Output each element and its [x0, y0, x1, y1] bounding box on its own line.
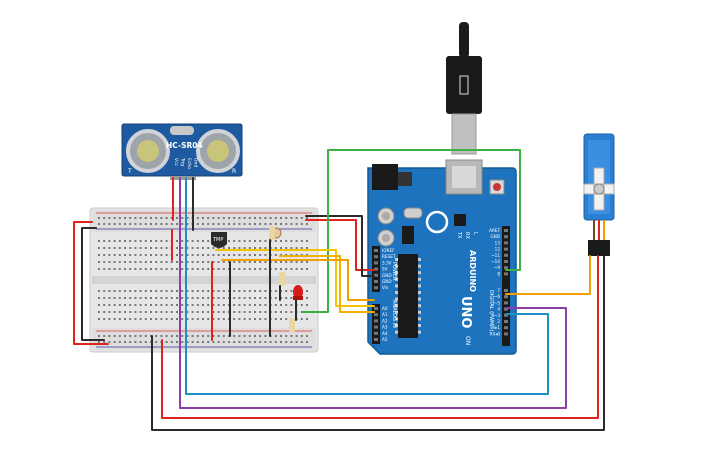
pin-label: 3.3V [382, 260, 392, 265]
rx-led-label: RX [464, 232, 470, 239]
pin-label: A1 [382, 312, 388, 317]
wire-gnd [305, 215, 375, 277]
pin-label: TX▸1 [489, 325, 501, 330]
pin-label: RESET [382, 254, 396, 259]
wire-yellow-a0 [215, 249, 375, 307]
led-red[interactable] [293, 285, 303, 300]
sensor-pin-label: Trig [180, 157, 186, 166]
pin-label: 8 [497, 271, 500, 276]
breadboard[interactable] [89, 207, 319, 353]
arduino-brand-label: ARDUINO [468, 250, 477, 292]
sensor-pin-label: Echo [186, 158, 192, 169]
wire-5v [305, 219, 375, 271]
dc-power-jack [372, 164, 398, 190]
sensor-pin-label: Gnd [193, 158, 199, 167]
on-led-label: ON [464, 336, 471, 345]
pin-label: 4 [497, 307, 500, 312]
pin-label: IOREF [382, 248, 395, 253]
pin-label: ~5 [494, 300, 501, 305]
servo-motor[interactable] [583, 133, 615, 256]
wire-rail-left-red [73, 221, 109, 345]
wire-servo-power [161, 255, 599, 419]
sensor-pins [170, 176, 196, 180]
pin-label: ~11 [491, 253, 500, 258]
pin-label: ~3 [494, 313, 501, 318]
sensor-model-label: HC-SR04 [166, 141, 203, 150]
tmp-label: TMP [212, 237, 223, 243]
digital-header-top [502, 226, 510, 290]
arduino-model-label: UNO [458, 296, 473, 329]
usb-icon [459, 75, 469, 95]
pin-label: GND [382, 273, 392, 278]
sensor-pin-label: Vcc [173, 158, 179, 167]
icsp-header [402, 226, 414, 244]
usb-cable [446, 22, 482, 155]
pin-label: ~6 [494, 294, 501, 299]
pin-label: 2 [497, 319, 500, 324]
digital-header-label: DIGITAL (PWM~) [488, 290, 494, 332]
pin-label: Vin [382, 285, 389, 290]
analog-header [372, 304, 380, 344]
atmega-chip [398, 254, 418, 338]
wires [73, 149, 605, 431]
wire-servo-signal [505, 255, 591, 295]
pin-label: A4 [382, 331, 388, 336]
wire-green [301, 149, 521, 313]
pin-label: ~10 [491, 259, 500, 264]
pin-label: 13 [495, 240, 501, 245]
tx-led-label: TX [456, 231, 462, 239]
sensor-crystal [170, 126, 194, 135]
power-header-label: POWER [391, 262, 397, 281]
analog-header-label: ANALOG IN [391, 300, 397, 328]
pin-label: GND [490, 234, 500, 239]
wire-servo-ground [151, 255, 605, 431]
wire-yellow-a1 [279, 255, 375, 313]
servo-connector [588, 240, 610, 256]
pin-label: 5V [382, 267, 388, 272]
crystal-oscillator [403, 207, 423, 219]
pin-label: GND [382, 279, 392, 284]
sensor-t-marker: T [127, 168, 132, 175]
l-led-label: L [472, 232, 478, 235]
wire-orange [221, 259, 375, 301]
servo-shaft [593, 183, 605, 195]
wire-rail-left-black [81, 227, 105, 341]
arduino-logo-icon [425, 210, 449, 234]
pin-label: A5 [382, 337, 388, 342]
usb-controller-chip [454, 214, 466, 226]
pin-label: AREF [489, 228, 500, 233]
pin-label: A0 [382, 306, 388, 311]
wire-trig-return [179, 307, 567, 409]
temperature-sensor[interactable]: TMP [211, 232, 227, 248]
resistor [269, 226, 275, 240]
pin-label: 12 [495, 247, 501, 252]
pin-label: 7 [497, 288, 500, 293]
resistor [289, 318, 295, 332]
pin-label: ~9 [494, 265, 501, 270]
arduino-uno[interactable]: ARDUINO UNO ON TX RX L POWER ANALOG IN D… [367, 159, 517, 355]
pin-label: A3 [382, 325, 388, 330]
resistor [279, 272, 285, 286]
pin-label: A2 [382, 318, 388, 323]
pin-label: RX◂0 [489, 331, 500, 336]
wire-echo-return [185, 313, 549, 395]
sensor-r-marker: R [232, 168, 236, 175]
